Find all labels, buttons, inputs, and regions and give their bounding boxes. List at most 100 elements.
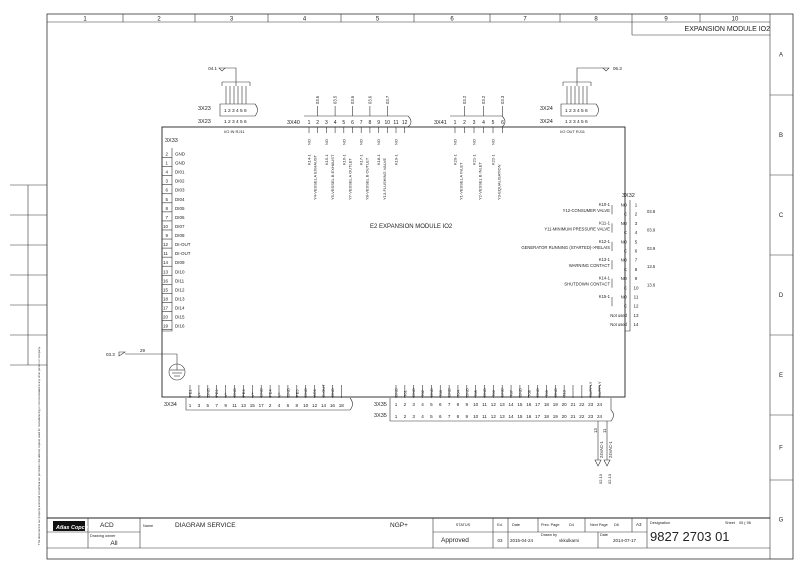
x32-relay-K15-1: K15-1 — [599, 294, 611, 299]
row-letter-D: D — [779, 293, 784, 299]
x35-label-12: T06 — [491, 389, 496, 397]
column-number-10: 10 — [732, 17, 739, 23]
x34-pin-9: 9 — [224, 403, 227, 408]
x32-ref-K10-1: 03.8 — [647, 209, 656, 214]
x40-relay-K17-1: K17-1 — [359, 154, 364, 165]
x33-signal-19: DI16 — [175, 324, 185, 329]
x35-label-8: T04 — [455, 389, 460, 397]
x35-pin-7: 7 — [448, 402, 451, 407]
x34-label-8: PE5 — [294, 389, 299, 397]
x41-ref-1: 03.2 — [481, 95, 486, 104]
x35-label-4: T02 — [420, 389, 425, 397]
x32-desc-K10-1: Y12-CONSUMER VALVE — [563, 208, 611, 213]
x41-contact-0: NO — [453, 139, 458, 145]
x35-pin-lower-18: 18 — [544, 414, 550, 419]
column-number-5: 5 — [376, 17, 380, 23]
x33-signal-3: DI02 — [175, 179, 185, 184]
x35-pin-11: 11 — [482, 402, 487, 407]
x40-pin-4: 4 — [334, 120, 337, 126]
x32-pin-11: 11 — [634, 295, 639, 300]
column-number-3: 3 — [230, 17, 234, 23]
x34-label-16: GND — [330, 388, 335, 397]
x35-pin-lower-1: 1 — [395, 414, 398, 419]
prev-page: D4 — [569, 523, 574, 527]
connector-3x34: 3X34 1PE13V+5GND7PE29V+11GND13PE315V+17G… — [164, 384, 353, 411]
supply-label-1: 24VAC-1 — [599, 441, 604, 458]
x41-desc-0: Y1-VESSEL A INLET — [459, 162, 464, 200]
x35-label-7: GND — [447, 388, 452, 397]
x32-pin-1: 1 — [635, 203, 638, 208]
x32-contact-4: C — [624, 230, 627, 235]
x40-pin-1: 1 — [308, 120, 311, 126]
x32-contact-13: Not used — [610, 313, 627, 318]
side-note: This document is our property and shall … — [37, 346, 41, 545]
x32-desc-K11-1: Y11-MINIMUM PRESSURE VALVE — [544, 226, 610, 231]
sheet-label: Sheet — [725, 521, 736, 525]
x40-desc-0: Y4-VESSEL A EXHAUST — [313, 154, 318, 200]
x35-label-24: SUPPLY — [597, 381, 602, 397]
x35-label-2: T01 — [402, 389, 407, 397]
x33-signal-5: DI04 — [175, 197, 185, 202]
x34-label-11: GND — [232, 388, 237, 397]
column-number-8: 8 — [594, 17, 598, 23]
x33-pin-20: 20 — [163, 315, 169, 320]
x35-label-10: T05 — [473, 389, 478, 397]
x34-label-6: GND — [285, 388, 290, 397]
x33-signal-2: GND — [175, 152, 186, 157]
x23-ref: 04.1 — [208, 66, 217, 71]
x35-pin-lower-4: 4 — [421, 414, 424, 419]
x34-pin-1: 1 — [189, 403, 192, 408]
x32-pin-2: 2 — [635, 212, 638, 217]
x40-relay-K15-1: K15-1 — [324, 154, 329, 165]
x35-pin-lower-11: 11 — [482, 414, 487, 419]
x35-pin-lower-16: 16 — [526, 414, 532, 419]
x40-contact-1: NO — [324, 139, 329, 145]
row-letter-F: F — [779, 446, 783, 452]
x41-pin-4: 4 — [482, 120, 485, 126]
x40-pin-3: 3 — [325, 120, 328, 126]
x41-desc-2: Y3-EQUALISATION — [497, 164, 502, 200]
x41-name: 3X41 — [434, 120, 447, 126]
x32-contact-7: NO — [621, 258, 628, 263]
x32-pin-9: 9 — [635, 276, 638, 281]
x32-contact-11: NO — [621, 295, 628, 300]
x33-pin-4: 4 — [165, 170, 168, 175]
date2-value: 2014-07-17 — [613, 538, 637, 543]
x41-relay-K22-1: K22-1 — [491, 154, 496, 165]
row-letter-B: B — [779, 133, 783, 139]
x35-label-6: T03 — [438, 389, 443, 397]
supply-connection: 13 11 24VAC-1 24VAC-1 02.10 02.10 — [593, 421, 613, 484]
status-value: Approved — [441, 537, 469, 544]
date2-label: Date — [600, 533, 608, 537]
x32-pin-7: 7 — [635, 258, 638, 263]
x35-pin-lower-9: 9 — [466, 414, 469, 419]
x24-pins-2: 1 2 3 4 5 6 — [565, 119, 588, 125]
x40-ref-1: 03.5 — [333, 95, 338, 104]
x33-signal-8: DI05 — [175, 206, 185, 211]
x35-pin-19: 19 — [553, 402, 559, 407]
x32-relay-K14-1: K14-1 — [599, 276, 611, 281]
x33-pin-13: 13 — [163, 269, 169, 274]
x35-pin-23: 23 — [588, 402, 594, 407]
x35-pin-6: 6 — [439, 402, 442, 407]
x34-pin-12: 12 — [312, 403, 318, 408]
x35-pin-5: 5 — [430, 402, 433, 407]
x35-name: 3X35 — [374, 402, 387, 408]
x35-pin-13: 13 — [500, 402, 506, 407]
x35-pin-lower-19: 19 — [553, 414, 559, 419]
x35-pin-9: 9 — [466, 402, 469, 407]
x33-signal-1: GND — [175, 161, 186, 166]
x32-ref-K11-1: 03.9 — [647, 227, 656, 232]
ground-connection: 03.3 29 — [106, 348, 186, 381]
x34-pin-6: 6 — [287, 403, 290, 408]
x35-pin-4: 4 — [421, 402, 424, 407]
next-page-label: Next Page — [590, 523, 608, 527]
x35-pin-16: 16 — [526, 402, 532, 407]
x34-label-2: PE4 — [268, 389, 273, 397]
x24-name-top: 3X24 — [540, 106, 553, 112]
title-block: Atlas Copco ACD Drawing owner All Name D… — [47, 517, 770, 549]
x34-label-7: PE2 — [214, 389, 219, 397]
x34-pin-10: 10 — [303, 403, 309, 408]
x40-desc-2: Y7-VESSEL A OUTLET — [347, 158, 352, 200]
ground-wire-number: 29 — [140, 348, 146, 353]
